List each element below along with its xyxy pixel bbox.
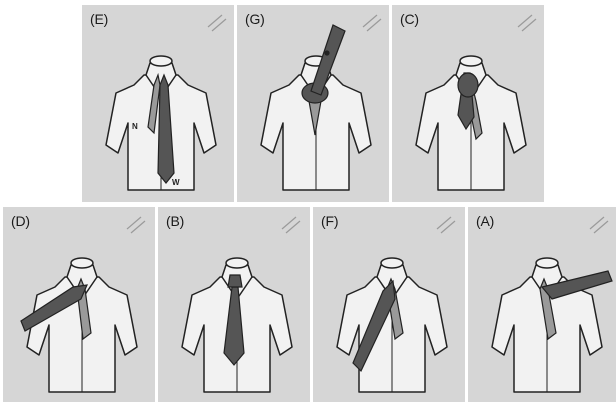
panel-c: (C)	[392, 5, 544, 202]
glare-icon	[518, 15, 536, 31]
glare-icon	[437, 217, 455, 233]
panel-f: (F)	[313, 207, 465, 402]
step-illustration	[158, 207, 310, 402]
step-illustration	[3, 207, 155, 402]
panel-g: (G)	[237, 5, 389, 202]
step-illustration	[468, 207, 616, 402]
step-illustration	[237, 5, 389, 202]
glare-icon	[363, 15, 381, 31]
knot	[228, 275, 242, 287]
panel-a: (A)	[468, 207, 616, 402]
knot	[458, 73, 478, 97]
glare-icon	[127, 217, 145, 233]
step-illustration: N W	[82, 5, 234, 202]
glare-icon	[208, 15, 226, 31]
step-illustration	[392, 5, 544, 202]
panel-d: (D)	[3, 207, 155, 402]
narrow-end-letter: N	[132, 122, 138, 131]
panel-e: (E) N W	[82, 5, 234, 202]
panel-b: (B)	[158, 207, 310, 402]
step-illustration	[313, 207, 465, 402]
glare-icon	[590, 217, 608, 233]
shirt-figure	[337, 258, 447, 392]
glare-icon	[282, 217, 300, 233]
wide-end-letter: W	[172, 178, 180, 187]
